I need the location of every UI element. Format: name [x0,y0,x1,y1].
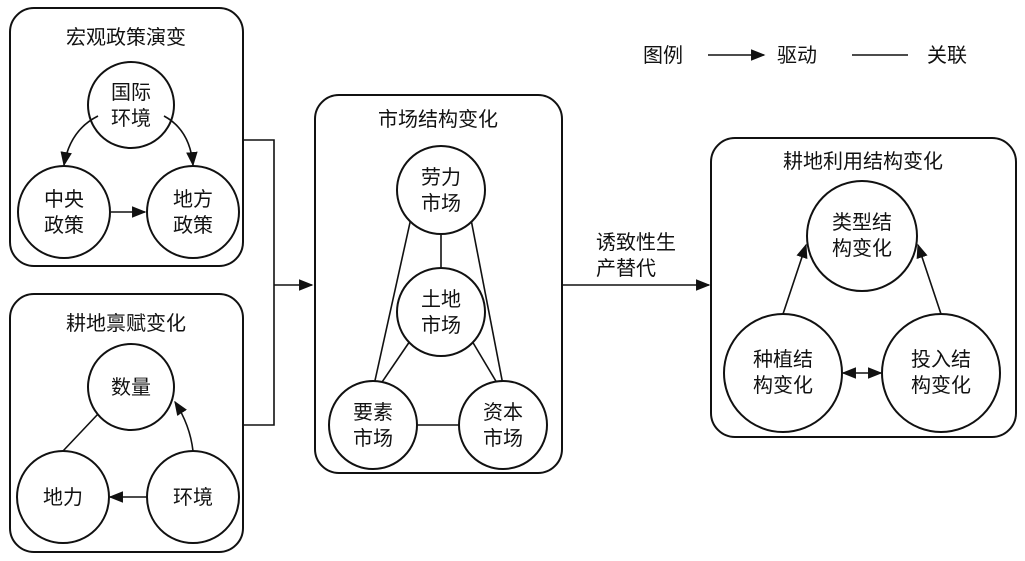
arrow-intl-to-central [60,115,99,167]
node-type-structure-line1: 类型结 [832,210,892,234]
induced-substitution-line2: 产替代 [596,256,656,280]
landuse-title: 耕地利用结构变化 [783,149,943,173]
node-land-market-line1: 土地 [421,287,461,311]
macro-policy-title: 宏观政策演变 [66,25,186,49]
induced-substitution: 诱致性生 产替代 [562,230,711,291]
node-central-policy [17,165,111,259]
node-input-structure-line2: 构变化 [911,373,971,397]
node-factor-market-line2: 市场 [353,426,393,450]
link-fertility-quantity [62,413,99,452]
node-capital-market-line1: 资本 [483,400,523,424]
legend: 图例 驱动 关联 [643,43,967,67]
node-input-structure-line1: 投入结 [911,347,971,371]
node-factor-market-line1: 要素 [353,400,393,424]
induced-substitution-line1: 诱致性生 [596,230,676,254]
node-international-environment [87,61,175,149]
node-quantity-label: 数量 [111,375,151,399]
node-local-policy-line1: 地方 [173,187,213,211]
node-planting-structure-line2: 构变化 [753,373,813,397]
node-quantity [87,343,175,431]
node-environment-label: 环境 [173,485,213,509]
node-land-market [396,267,486,357]
arrow-input-to-type [916,243,942,315]
macro-policy-panel: 宏观政策演变 国际 环境 中央 政策 地方 政策 [9,7,244,267]
link-labor-capital [468,208,504,386]
node-central-policy-line1: 中央 [44,187,84,211]
arrow-environment-to-quantity [174,400,194,452]
market-title: 市场结构变化 [378,107,498,131]
bracket-connector [243,139,275,426]
node-local-policy-line2: 政策 [173,213,213,237]
node-capital-market-line2: 市场 [483,426,523,450]
arrow-planting-to-type [782,243,808,315]
node-international-environment-line2: 环境 [111,106,151,130]
endowment-panel: 耕地禀赋变化 数量 地力 环境 [9,293,244,553]
link-labor-factor [373,208,414,386]
landuse-panel: 耕地利用结构变化 类型结 构变化 种植结 构变化 投入结 构变化 [710,137,1017,438]
node-labor-market-line1: 劳力 [421,165,461,189]
link-land-factor [377,340,411,389]
arrow-intl-to-local [163,115,198,167]
node-local-policy [146,165,240,259]
node-labor-market-line2: 市场 [421,191,461,215]
node-central-policy-line2: 政策 [44,213,84,237]
legend-relate-label: 关联 [927,43,967,67]
node-land-market-line2: 市场 [421,313,461,337]
node-planting-structure-line1: 种植结 [753,347,813,371]
market-panel: 市场结构变化 劳力 市场 土地 市场 要素 市场 资本 市场 [314,94,563,474]
connector-left-to-market [243,139,314,426]
node-type-structure-line2: 构变化 [832,236,892,260]
node-factor-market [328,380,418,470]
node-labor-market [396,145,486,235]
legend-drive-label: 驱动 [777,43,817,67]
endowment-title: 耕地禀赋变化 [66,311,186,335]
node-fertility-label: 地力 [43,485,83,509]
legend-title: 图例 [643,43,683,67]
node-capital-market [458,380,548,470]
node-type-structure [806,180,918,292]
node-international-environment-line1: 国际 [111,80,151,104]
link-land-capital [471,340,501,389]
